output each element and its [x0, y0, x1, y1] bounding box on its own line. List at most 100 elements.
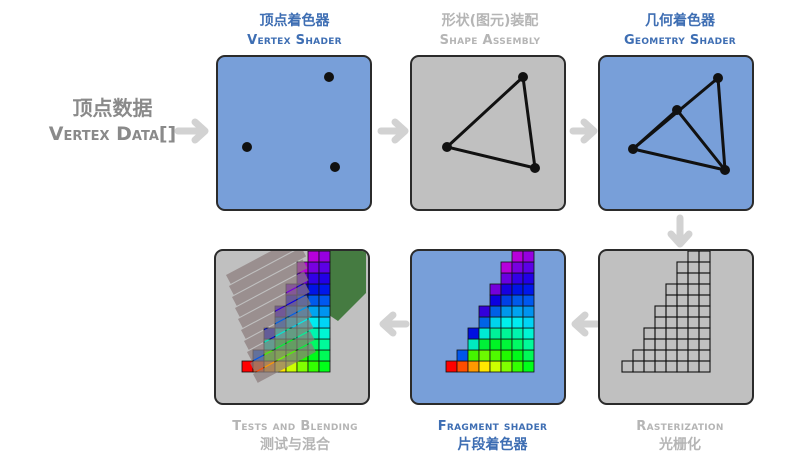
raster-cell: [654, 316, 667, 329]
raster-cell: [654, 305, 667, 318]
raster-cell: [698, 338, 711, 351]
raster-cell: [665, 349, 678, 362]
raster-cell: [511, 360, 524, 373]
tests-blending-label-en: Tests and Blending: [232, 419, 358, 434]
raster-cell: [445, 360, 458, 373]
vertex-point: [720, 165, 730, 175]
raster-cell: [665, 294, 678, 307]
vertex-data-label-en: Vertex Data[]: [48, 123, 177, 145]
raster-cell: [698, 316, 711, 329]
vertex-data-label: 顶点数据 Vertex Data[]: [40, 95, 185, 147]
arrow-fragment-to-tests: [379, 311, 410, 337]
raster-cell: [654, 327, 667, 340]
raster-cell: [489, 360, 502, 373]
raster-cell: [643, 360, 656, 373]
raster-cell: [318, 272, 331, 285]
raster-cell: [296, 360, 309, 373]
raster-cell: [643, 327, 656, 340]
raster-cell: [632, 349, 645, 362]
raster-cell: [318, 316, 331, 329]
raster-cell: [698, 272, 711, 285]
raster-cell: [489, 349, 502, 362]
raster-cell: [676, 272, 689, 285]
raster-cell: [478, 338, 491, 351]
raster-cell: [687, 316, 700, 329]
raster-cell: [676, 349, 689, 362]
raster-cell: [665, 283, 678, 296]
blended-fragments: [226, 251, 366, 383]
raster-grid: [621, 251, 711, 373]
vertex-data-label-cn: 顶点数据: [72, 96, 153, 120]
raster-cell: [307, 272, 320, 285]
vertex-shader-label-cn: 顶点着色器: [259, 13, 330, 29]
raster-cell: [654, 349, 667, 362]
raster-cell: [522, 338, 535, 351]
raster-cell: [478, 349, 491, 362]
fragment-shader-label-cn: 片段着色器: [457, 437, 528, 453]
geometry-triangle: [631, 76, 727, 172]
raster-cell: [511, 327, 524, 340]
vertex-shader-box: [216, 55, 372, 211]
gray-overlay-bar: [232, 259, 308, 306]
shape-assembly-label: 形状(图元)装配 Shape Assembly: [405, 12, 575, 50]
raster-cell: [500, 261, 513, 274]
raster-cell: [665, 327, 678, 340]
raster-cell: [522, 316, 535, 329]
gray-overlay-bar: [235, 271, 309, 317]
raster-cell: [318, 305, 331, 318]
raster-cell: [318, 338, 331, 351]
raster-cell: [687, 338, 700, 351]
raster-cell: [478, 360, 491, 373]
raster-cell: [687, 272, 700, 285]
vertex-shader-label-en: Vertex Shader: [247, 33, 342, 48]
raster-cell: [654, 360, 667, 373]
raster-cell: [698, 261, 711, 274]
raster-cell: [307, 251, 320, 263]
vertex-point: [242, 142, 252, 152]
shape-assembly-label-cn: 形状(图元)装配: [441, 13, 539, 29]
raster-cell: [318, 261, 331, 274]
gray-overlay-bar: [241, 295, 312, 339]
raster-cell: [643, 338, 656, 351]
vertex-shader-label: 顶点着色器 Vertex Shader: [212, 12, 377, 50]
raster-cell: [307, 283, 320, 296]
raster-cell: [676, 294, 689, 307]
rasterization-label-en: Rasterization: [636, 419, 724, 434]
arrow-raster-to-fragment: [571, 311, 601, 337]
raster-cell: [489, 294, 502, 307]
raster-cell: [665, 316, 678, 329]
raster-cell: [654, 338, 667, 351]
raster-cell: [632, 360, 645, 373]
vertex-point: [324, 72, 334, 82]
raster-cell: [522, 251, 535, 263]
colored-fragments: [445, 251, 535, 373]
raster-cell: [522, 327, 535, 340]
raster-cell: [698, 283, 711, 296]
raster-cell: [318, 251, 331, 263]
raster-cell: [511, 283, 524, 296]
raster-cell: [489, 305, 502, 318]
gray-overlay-bar: [228, 251, 307, 295]
vertex-point: [713, 73, 723, 83]
raster-cell: [698, 294, 711, 307]
raster-cell: [500, 349, 513, 362]
raster-cell: [665, 360, 678, 373]
raster-cell: [511, 294, 524, 307]
raster-cell: [676, 261, 689, 274]
gray-overlay-bar: [238, 283, 310, 328]
raster-cell: [500, 327, 513, 340]
gray-overlay-stack: [226, 251, 316, 383]
raster-cell: [478, 305, 491, 318]
raster-cell: [665, 338, 678, 351]
raster-cell: [676, 316, 689, 329]
raster-cell: [467, 327, 480, 340]
raster-cell: [318, 327, 331, 340]
raster-cell: [489, 327, 502, 340]
raster-cell: [500, 272, 513, 285]
tests-blending-box: [214, 249, 370, 405]
raster-cell: [522, 349, 535, 362]
raster-cell: [676, 305, 689, 318]
raster-cell: [478, 316, 491, 329]
raster-cell: [687, 251, 700, 263]
raster-cell: [500, 338, 513, 351]
